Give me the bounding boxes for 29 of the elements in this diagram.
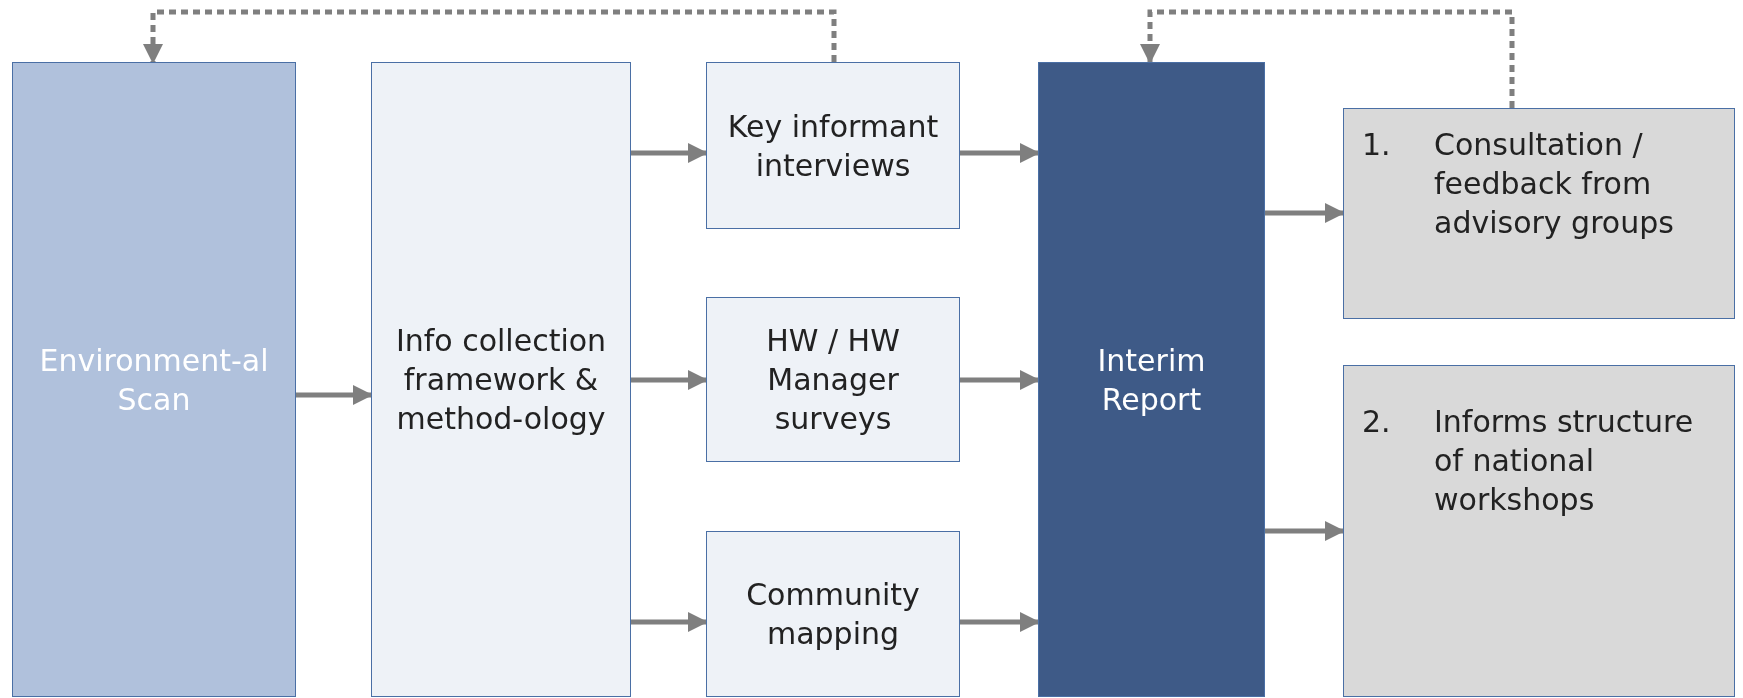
box-text: Environment-al Scan — [38, 341, 270, 419]
arrow — [1265, 521, 1345, 541]
list-number: 1. — [1362, 126, 1392, 164]
box-text: Info collection framework & method-ology — [394, 322, 608, 438]
arrow — [1265, 203, 1345, 223]
arrow — [631, 370, 708, 390]
arrow — [631, 143, 708, 163]
box-text: Informs structure of national workshops — [1434, 403, 1695, 519]
process-box — [371, 62, 631, 697]
arrow — [143, 9, 837, 64]
outcome-box — [1343, 365, 1735, 697]
box-text: Consultation / feedback from advisory groups — [1434, 126, 1675, 242]
report-box — [1038, 62, 1265, 697]
box-text: Community mapping — [745, 576, 921, 653]
process-box — [706, 297, 960, 462]
outcome-box — [1343, 108, 1735, 319]
process-box — [706, 531, 960, 697]
box-text: Key informant interviews — [726, 107, 940, 185]
arrow — [960, 143, 1040, 163]
process-box — [12, 62, 296, 697]
arrow — [960, 370, 1040, 390]
arrow — [1140, 9, 1515, 108]
arrow — [296, 385, 373, 405]
arrow — [960, 612, 1040, 632]
arrow — [631, 612, 708, 632]
list-number: 2. — [1362, 403, 1392, 441]
box-text: Interim Report — [1096, 341, 1207, 419]
box-text: HW / HW Manager surveys — [765, 322, 901, 438]
process-box — [706, 62, 960, 229]
